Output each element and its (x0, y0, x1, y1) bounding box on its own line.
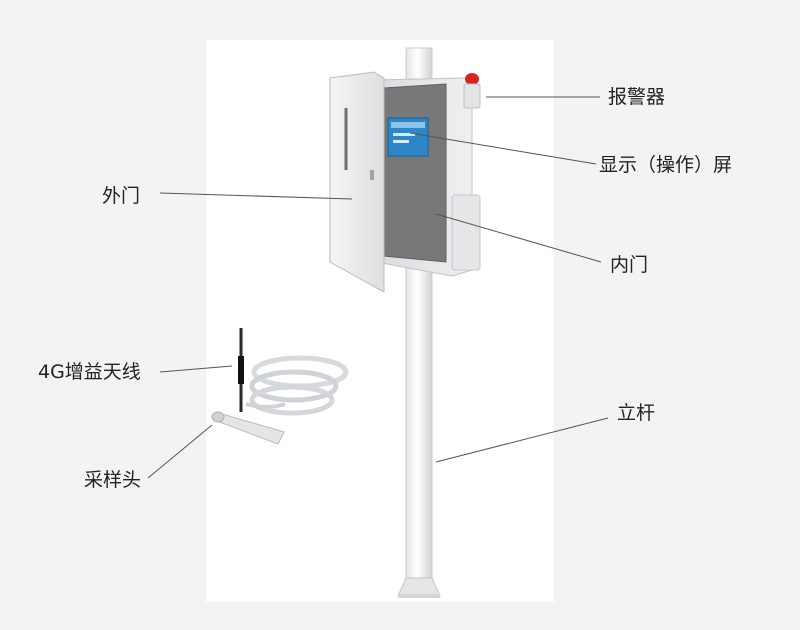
inner-door (383, 83, 447, 263)
sampler-head (211, 411, 285, 445)
label-antenna: 4G增益天线 (38, 361, 141, 383)
leader-line-pole (435, 417, 609, 463)
label-display: 显示（操作）屏 (599, 154, 733, 176)
cabinet (329, 71, 481, 293)
leader-line-display (409, 132, 597, 165)
leader-line-outer-door (159, 192, 353, 200)
alarm-device (463, 73, 481, 109)
leader-lines (147, 96, 609, 479)
leader-line-inner-door (435, 213, 602, 263)
label-alarm: 报警器 (608, 86, 666, 108)
leader-line-sampler (147, 424, 213, 479)
leader-line-antenna (159, 365, 233, 373)
label-pole: 立杆 (617, 402, 656, 424)
label-sampler: 采样头 (84, 469, 142, 491)
label-outer-door: 外门 (102, 185, 141, 207)
outer-door (329, 71, 385, 293)
label-inner-door: 内门 (610, 254, 649, 276)
cabinet-side-module (451, 194, 481, 271)
antenna (238, 328, 349, 416)
door-handle (370, 170, 374, 180)
